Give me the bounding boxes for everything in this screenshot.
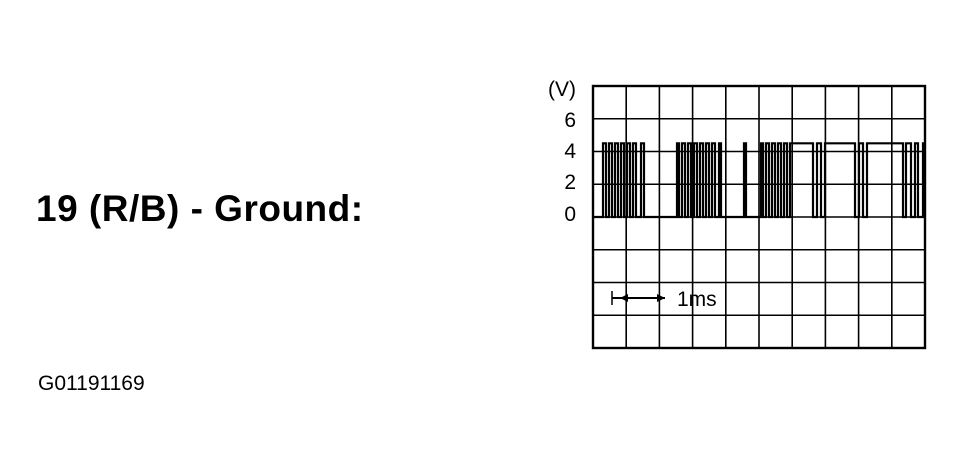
timebase-indicator: 1ms bbox=[611, 288, 717, 311]
measurement-label: 19 (R/B) - Ground: bbox=[36, 188, 364, 229]
unit-label: (V) bbox=[548, 78, 576, 101]
y-tick-4: 4 bbox=[564, 140, 576, 163]
y-tick-2: 2 bbox=[564, 171, 576, 194]
signal-trace bbox=[593, 142, 925, 219]
figure-id: G01191169 bbox=[38, 372, 145, 395]
timebase-label: 1ms bbox=[677, 288, 717, 311]
y-tick-6: 6 bbox=[564, 109, 576, 132]
y-tick-0: 0 bbox=[564, 203, 576, 226]
oscilloscope-screen: (V) 6 4 2 0 1ms bbox=[548, 78, 927, 350]
